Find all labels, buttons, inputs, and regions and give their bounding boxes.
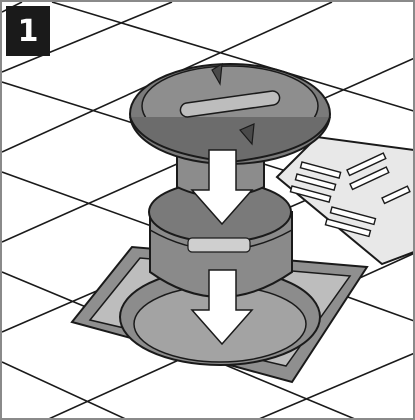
step-number-badge: 1 bbox=[6, 6, 50, 56]
drain-grate-icon bbox=[277, 137, 414, 264]
